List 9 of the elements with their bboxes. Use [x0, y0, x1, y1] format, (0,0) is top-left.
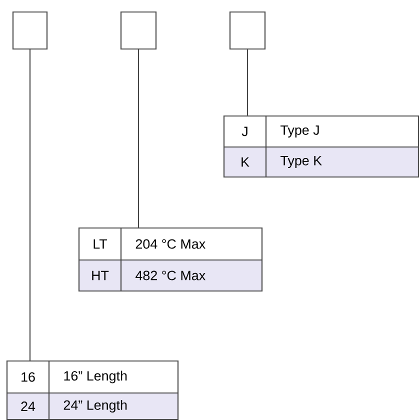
- empty-box: [120, 11, 157, 50]
- empty-box: [229, 11, 266, 50]
- table: LT 204 °C Max HT 482 °C Max: [78, 227, 263, 292]
- connector-line: [29, 50, 31, 360]
- connector-line: [246, 50, 248, 116]
- table: J Type J K Type K: [223, 115, 419, 178]
- empty-box: [12, 11, 48, 50]
- table: 16 16” Length 24 24” Length: [6, 360, 179, 420]
- connector-line: [138, 50, 140, 228]
